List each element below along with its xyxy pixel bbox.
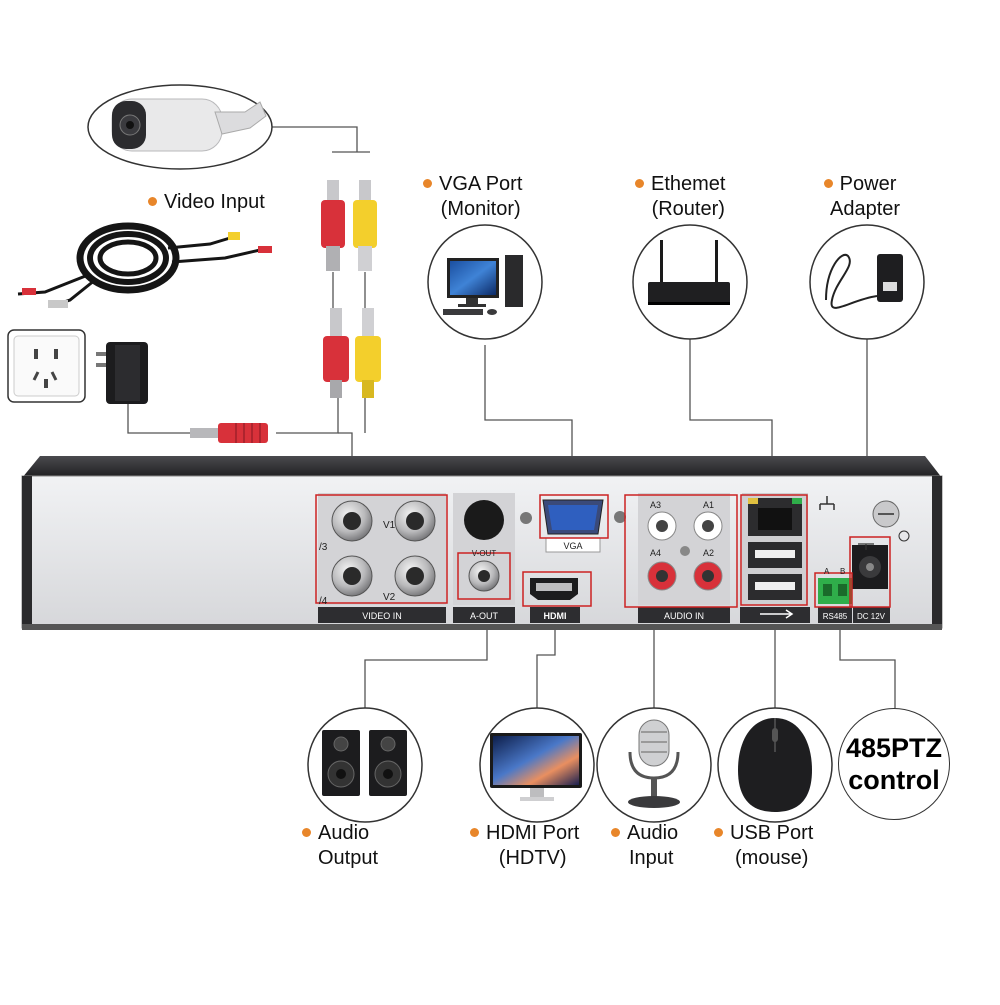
- callout-hdmi-port: HDMI Port (HDTV): [470, 821, 579, 871]
- panel-label-a3: A3: [650, 500, 661, 510]
- callout-subtext: Input: [629, 847, 674, 869]
- panel-label-v4: /4: [319, 596, 328, 607]
- callout-subtext: control: [848, 765, 940, 795]
- panel-label-rs485-b: B: [840, 567, 845, 576]
- audio-output-line: [364, 608, 488, 712]
- callout-text: 485PTZ: [845, 733, 943, 763]
- callout-text: Video Input: [164, 191, 265, 213]
- dvr-unit: [21, 456, 943, 630]
- callout-text: Audio: [627, 822, 679, 844]
- camera-line: [272, 126, 370, 153]
- callout-dot-icon: [302, 828, 311, 837]
- rs485-line: [839, 612, 896, 708]
- panel-label-v3: /3: [319, 542, 328, 553]
- callout-485ptz-control: 485PTZ control: [838, 708, 950, 820]
- callout-dot-icon: [611, 828, 620, 837]
- power-to-rca-line: [276, 396, 339, 434]
- callout-subtext: Output: [318, 847, 379, 869]
- panel-label-audio-in: AUDIO IN: [664, 611, 704, 621]
- power-plug: [190, 423, 268, 443]
- panel-label-video-in: VIDEO IN: [362, 611, 402, 621]
- callout-dot-icon: [714, 828, 723, 837]
- panel-label-vga: VGA: [563, 541, 582, 551]
- panel-text: V1 /3 V2 /4 VIDEO IN V-OUT A-OUT VGA HDM…: [319, 500, 886, 621]
- cable-coil: [17, 222, 272, 308]
- ground-symbol-icon: [858, 543, 874, 550]
- callout-subtext: (Monitor): [440, 198, 521, 220]
- callout-vga-port: VGA Port (Monitor): [423, 172, 522, 222]
- callout-text: HDMI Port: [486, 822, 580, 844]
- wall-adapter: [96, 342, 148, 404]
- callout-dot-icon: [423, 179, 432, 188]
- vga-monitor-illustration: [427, 224, 543, 340]
- callout-ethernet: Ethemet (Router): [635, 172, 725, 222]
- panel-label-hdmi: HDMI: [544, 611, 567, 621]
- callout-subtext: (HDTV): [498, 847, 567, 869]
- panel-label-a2: A2: [703, 548, 714, 558]
- callout-text: USB Port: [730, 822, 814, 844]
- panel-label-a4: A4: [650, 548, 661, 558]
- rca-plugs-top: [321, 180, 377, 271]
- microphone-illustration: [596, 707, 712, 823]
- mouse-illustration: [717, 707, 833, 823]
- callout-subtext: (Router): [651, 198, 725, 220]
- callout-text: Power: [839, 173, 897, 195]
- rca-plugs-bottom: [323, 308, 381, 398]
- wall-socket: [7, 329, 86, 403]
- callout-dot-icon: [823, 179, 833, 188]
- callout-dot-icon: [470, 828, 479, 837]
- callout-subtext: Adapter: [830, 198, 901, 220]
- router-illustration: [632, 224, 748, 340]
- callout-usb-port: USB Port (mouse): [714, 821, 813, 871]
- callout-text: Ethemet: [651, 173, 726, 195]
- callout-dot-icon: [635, 179, 644, 188]
- callout-power-adapter: Power Adapter: [820, 172, 900, 222]
- panel-label-a1: A1: [703, 500, 714, 510]
- panel-label-rs485-a: A: [824, 567, 830, 576]
- callout-audio-output: Audio Output: [302, 821, 378, 871]
- panel-label-v2: V2: [383, 592, 396, 603]
- callout-text: Audio: [318, 822, 370, 844]
- hdtv-illustration: [479, 707, 595, 823]
- panel-label-v-out: V-OUT: [472, 549, 497, 558]
- hdmi-line: [536, 608, 556, 712]
- camera-illustration: [87, 84, 273, 170]
- callout-text: VGA Port: [439, 173, 523, 195]
- callout-dot-icon: [148, 197, 157, 206]
- callout-video-input: Video Input: [148, 190, 265, 215]
- panel-label-dc12v: DC 12V: [857, 612, 886, 621]
- video-cable-gap: [332, 272, 366, 312]
- highlight-boxes: [315, 494, 891, 608]
- panel-label-v1: V1: [383, 520, 396, 531]
- panel-label-a-out: A-OUT: [470, 611, 499, 621]
- callout-subtext: (mouse): [735, 847, 809, 869]
- power-adapter-illustration: [809, 224, 925, 340]
- callout-audio-input: Audio Input: [611, 821, 678, 871]
- speakers-illustration: [307, 707, 423, 823]
- panel-label-rs485: RS485: [823, 612, 848, 621]
